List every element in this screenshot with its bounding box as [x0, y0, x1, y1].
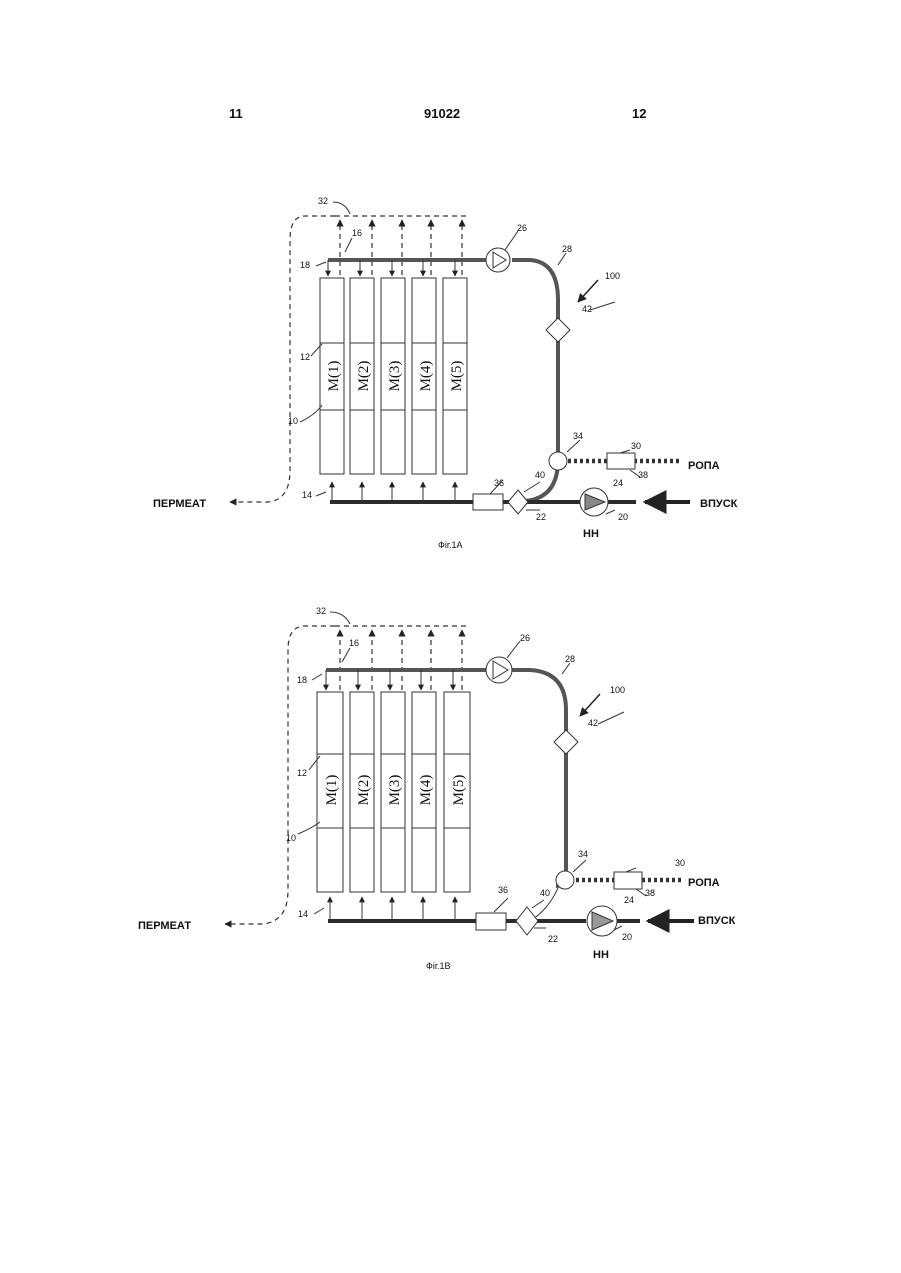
meter-38-icon [607, 453, 635, 469]
module-label: M(3) [387, 775, 403, 806]
junction-34-icon [556, 871, 574, 889]
label-28: 28 [562, 244, 572, 254]
label-12: 12 [300, 352, 310, 362]
label-18: 18 [300, 260, 310, 270]
permeate-label: ПЕРМЕАТ [153, 498, 206, 510]
junction-34-icon [549, 452, 567, 470]
system-100-arrow [580, 694, 600, 716]
module-4: M(4) [412, 692, 436, 892]
label-20: 20 [622, 932, 632, 942]
module-5: M(5) [443, 278, 467, 474]
membrane-modules: M(1) M(2) M(3) M(4) M(5) [317, 692, 470, 892]
inlet-label: ВПУСК [698, 915, 736, 927]
module-label: M(5) [449, 361, 465, 392]
module-1: M(1) [320, 278, 344, 474]
figure-caption: Фіг.1А [438, 540, 463, 550]
label-22: 22 [548, 934, 558, 944]
label-10: 10 [288, 416, 298, 426]
label-28: 28 [565, 654, 575, 664]
page-number-right: 12 [632, 106, 646, 121]
label-100: 100 [610, 685, 625, 695]
label-30: 30 [675, 858, 685, 868]
label-20: 20 [618, 512, 628, 522]
label-26: 26 [517, 223, 527, 233]
label-14: 14 [298, 909, 308, 919]
permeate-outlet-line [230, 216, 335, 502]
valve-40-icon [508, 490, 528, 514]
label-16: 16 [352, 228, 362, 238]
flow-meter-36-icon [473, 494, 503, 510]
figure-1a: M(1) M(2) M(3) M(4) M(5) 32 16 18 12 10 … [0, 180, 901, 560]
pump-type-label: HH [593, 949, 609, 961]
feed-risers [332, 482, 455, 502]
label-40: 40 [540, 888, 550, 898]
module-label: M(3) [387, 361, 403, 392]
high-pressure-pump-icon [587, 906, 617, 936]
label-14: 14 [302, 490, 312, 500]
label-22: 22 [536, 512, 546, 522]
valve-40-icon [516, 907, 538, 935]
label-16: 16 [349, 638, 359, 648]
valve-42-icon [554, 730, 578, 754]
module-3: M(3) [381, 692, 405, 892]
label-34: 34 [573, 431, 583, 441]
document-number: 91022 [424, 106, 460, 121]
label-34: 34 [578, 849, 588, 859]
module-2: M(2) [350, 692, 374, 892]
module-5: M(5) [444, 692, 470, 892]
figure-1b: M(1) M(2) M(3) M(4) M(5) 32 16 18 12 10 … [0, 590, 901, 970]
module-3: M(3) [381, 278, 405, 474]
brine-label: РОПА [688, 877, 720, 889]
membrane-modules: M(1) M(2) M(3) M(4) M(5) [320, 278, 467, 474]
inlet-label: ВПУСК [700, 498, 738, 510]
permeate-label: ПЕРМЕАТ [138, 920, 191, 932]
pump-type-label: HH [583, 528, 599, 540]
label-24: 24 [624, 895, 634, 905]
figure-caption: Фіг.1В [426, 961, 451, 970]
flow-meter-36-icon [476, 913, 506, 930]
label-26: 26 [520, 633, 530, 643]
label-42: 42 [582, 304, 592, 314]
system-100-arrow [578, 280, 598, 302]
label-38: 38 [638, 470, 648, 480]
label-40: 40 [535, 470, 545, 480]
label-32: 32 [318, 196, 328, 206]
module-1: M(1) [317, 692, 343, 892]
label-32: 32 [316, 606, 326, 616]
page-number-left: 11 [229, 106, 243, 121]
module-label: M(1) [324, 775, 340, 806]
label-24: 24 [613, 478, 623, 488]
high-pressure-pump-icon [580, 488, 608, 516]
module-label: M(2) [356, 775, 372, 806]
label-100: 100 [605, 271, 620, 281]
booster-pump-icon [486, 657, 512, 683]
label-18: 18 [297, 675, 307, 685]
label-36: 36 [494, 478, 504, 488]
feed-risers [330, 897, 455, 921]
module-4: M(4) [412, 278, 436, 474]
label-38: 38 [645, 888, 655, 898]
module-label: M(4) [418, 775, 434, 806]
label-30: 30 [631, 441, 641, 451]
meter-38-icon [614, 872, 642, 889]
brine-label: РОПА [688, 460, 720, 472]
valve-42-icon [546, 318, 570, 342]
label-42: 42 [588, 718, 598, 728]
recirculation-pipe-28 [512, 670, 566, 886]
label-10: 10 [286, 833, 296, 843]
module-label: M(4) [418, 361, 434, 392]
module-label: M(5) [451, 775, 467, 806]
module-label: M(2) [356, 361, 372, 392]
label-36: 36 [498, 885, 508, 895]
module-label: M(1) [326, 361, 342, 392]
module-2: M(2) [350, 278, 374, 474]
label-12: 12 [297, 768, 307, 778]
booster-pump-icon [486, 248, 510, 272]
